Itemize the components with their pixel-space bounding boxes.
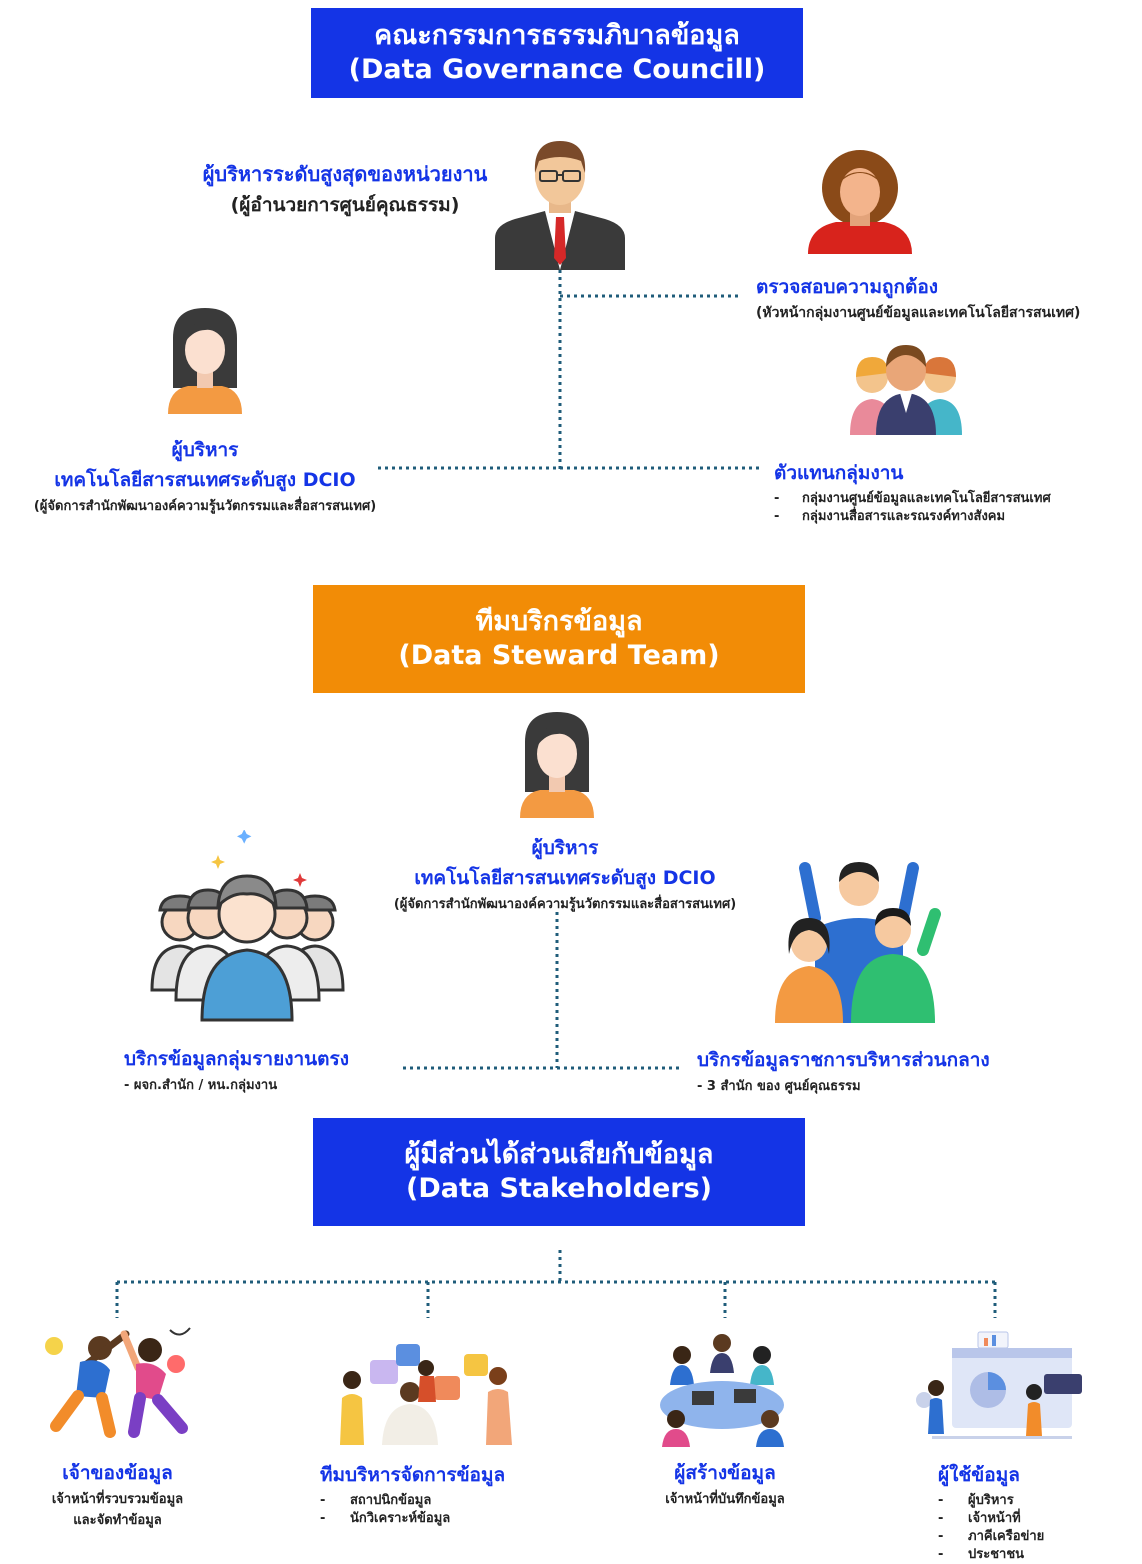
data-user-item: ภาคีเครือข่าย [938, 1528, 1138, 1546]
steward-left-name: บริกรข้อมูลกลุ่มรายงานตรง [124, 1048, 349, 1070]
dashboard-analytics-icon [916, 1331, 1082, 1439]
puzzle-team-icon [340, 1344, 512, 1445]
meeting-table-icon [660, 1334, 784, 1447]
dcio-council-label: ผู้บริหาร เทคโนโลยีสารสนเทศระดับสูง DCIO… [0, 435, 410, 516]
woman-dcio-icon [520, 712, 594, 818]
data-creator-name: ผู้สร้างข้อมูล [674, 1462, 776, 1484]
dcio-steward-label: ผู้บริหาร เทคโนโลยีสารสนเทศระดับสูง DCIO… [360, 833, 770, 914]
head-executive-label: ผู้บริหารระดับสูงสุดของหน่วยงาน (ผู้อำนว… [160, 158, 530, 220]
dcio-council-line2: เทคโนโลยีสารสนเทศระดับสูง DCIO [54, 469, 356, 491]
council-banner: คณะกรรมการธรรมภิบาลข้อมูล (Data Governan… [311, 8, 803, 98]
group-reps-item: กลุ่มงานสื่อสารและรณรงค์ทางสังคม [774, 508, 1134, 526]
woman-executive-icon [168, 308, 242, 414]
group-reps-label: ตัวแทนกลุ่มงาน กลุ่มงานศูนย์ข้อมูลและเทค… [774, 458, 1134, 526]
dcio-council-sub: (ผู้จัดการสำนักพัฒนาองค์ความรู้นวัตกรรมแ… [33, 499, 377, 514]
data-owner-label: เจ้าของข้อมูล เจ้าหน้าที่รวบรวมข้อมูล แล… [10, 1458, 225, 1530]
high-five-icon [45, 1327, 191, 1438]
group-reps-name: ตัวแทนกลุ่มงาน [774, 462, 904, 484]
steward-title-th: ทีมบริกรข้อมูล [475, 606, 643, 638]
team-crowd-icon [150, 830, 345, 1022]
steward-right-label: บริกรข้อมูลราชการบริหารส่วนกลาง - 3 สำนั… [697, 1045, 1057, 1096]
businessman-icon [495, 141, 625, 270]
stakeholders-banner: ผู้มีส่วนได้ส่วนเสียกับข้อมูล (Data Stak… [313, 1118, 805, 1226]
head-executive-name: ผู้บริหารระดับสูงสุดของหน่วยงาน [202, 162, 488, 186]
group-representatives-icon [850, 345, 962, 435]
checker-name: ตรวจสอบความถูกต้อง [756, 276, 939, 298]
data-mgmt-item: สถาปนิกข้อมูล [320, 1492, 550, 1510]
data-owner-sub1: เจ้าหน้าที่รวบรวมข้อมูล [51, 1492, 184, 1507]
dcio-steward-line2: เทคโนโลยีสารสนเทศระดับสูง DCIO [414, 867, 716, 889]
data-creator-sub: เจ้าหน้าที่บันทึกข้อมูล [665, 1492, 785, 1507]
steward-right-name: บริกรข้อมูลราชการบริหารส่วนกลาง [697, 1049, 990, 1071]
data-mgmt-item: นักวิเคราะห์ข้อมูล [320, 1510, 550, 1528]
data-creator-label: ผู้สร้างข้อมูล เจ้าหน้าที่บันทึกข้อมูล [620, 1458, 830, 1509]
checker-sub: (หัวหน้ากลุ่มงานศูนย์ข้อมูลและเทคโนโลยีส… [756, 305, 1081, 321]
dcio-steward-sub: (ผู้จัดการสำนักพัฒนาองค์ความรู้นวัตกรรมแ… [393, 897, 737, 912]
data-user-item: ประชาชน [938, 1546, 1138, 1564]
steward-title-en: (Data Steward Team) [398, 640, 720, 671]
steward-left-sub: - ผจก.สำนัก / หน.กลุ่มงาน [124, 1078, 278, 1093]
data-user-item: เจ้าหน้าที่ [938, 1510, 1138, 1528]
head-executive-sub: (ผู้อำนวยการศูนย์คุณธรรม) [230, 194, 460, 216]
data-mgmt-name: ทีมบริหารจัดการข้อมูล [320, 1464, 506, 1486]
stakeholders-title-th: ผู้มีส่วนได้ส่วนเสียกับข้อมูล [404, 1139, 714, 1171]
data-mgmt-label: ทีมบริหารจัดการข้อมูล สถาปนิกข้อมูล นักว… [320, 1460, 550, 1528]
cheering-people-icon [775, 862, 941, 1023]
data-user-list: ผู้บริหาร เจ้าหน้าที่ ภาคีเครือข่าย ประช… [938, 1492, 1138, 1564]
data-owner-name: เจ้าของข้อมูล [62, 1462, 173, 1484]
data-user-item: ผู้บริหาร [938, 1492, 1138, 1510]
steward-left-label: บริกรข้อมูลกลุ่มรายงานตรง - ผจก.สำนัก / … [124, 1044, 404, 1095]
dcio-steward-line1: ผู้บริหาร [531, 837, 599, 859]
steward-right-sub: - 3 สำนัก ของ ศูนย์คุณธรรม [697, 1079, 861, 1094]
dcio-council-line1: ผู้บริหาร [171, 439, 239, 461]
data-mgmt-list: สถาปนิกข้อมูล นักวิเคราะห์ข้อมูล [320, 1492, 550, 1528]
group-reps-item: กลุ่มงานศูนย์ข้อมูลและเทคโนโลยีสารสนเทศ [774, 490, 1134, 508]
woman-curly-hair-icon [808, 150, 912, 254]
data-user-label: ผู้ใช้ข้อมูล ผู้บริหาร เจ้าหน้าที่ ภาคีเ… [938, 1460, 1138, 1564]
checker-label: ตรวจสอบความถูกต้อง (หัวหน้ากลุ่มงานศูนย์… [756, 272, 1142, 324]
data-owner-sub2: และจัดทำข้อมูล [73, 1513, 162, 1528]
group-reps-list: กลุ่มงานศูนย์ข้อมูลและเทคโนโลยีสารสนเทศ … [774, 490, 1134, 526]
council-title-en: (Data Governance Councill) [348, 54, 766, 85]
council-title-th: คณะกรรมการธรรมภิบาลข้อมูล [374, 20, 740, 52]
data-user-name: ผู้ใช้ข้อมูล [938, 1464, 1020, 1486]
stakeholders-title-en: (Data Stakeholders) [405, 1173, 712, 1204]
steward-banner: ทีมบริกรข้อมูล (Data Steward Team) [313, 585, 805, 693]
